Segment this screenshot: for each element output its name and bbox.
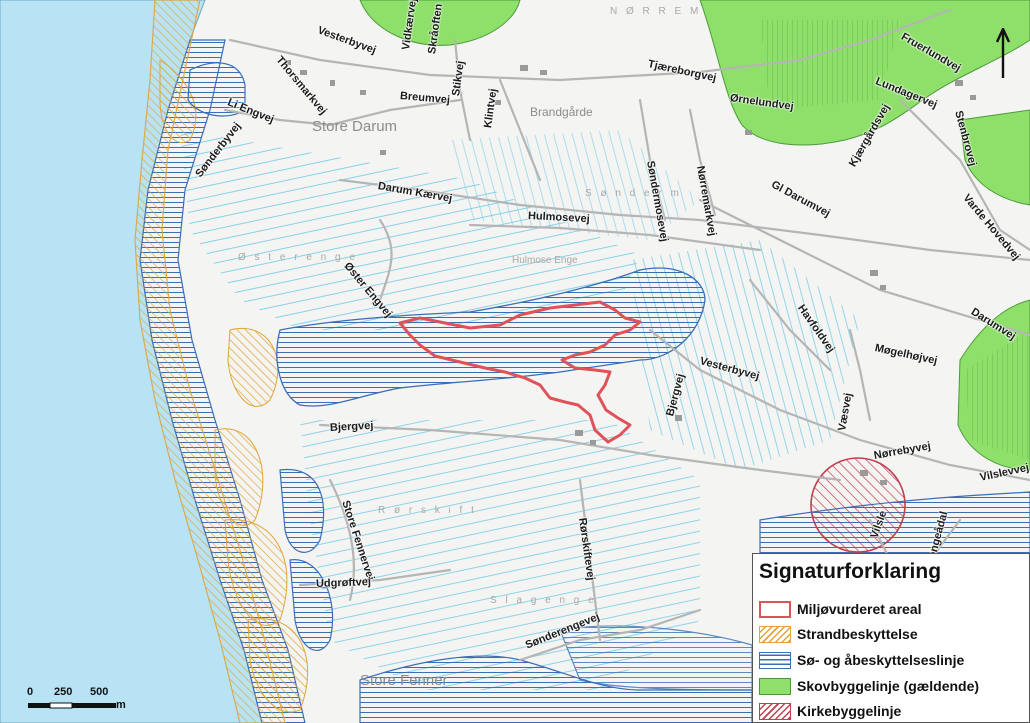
legend-title: Signaturforklaring — [759, 560, 942, 583]
place-label-store-fenner: Store Fenner — [360, 672, 448, 689]
legend-swatch-strand — [759, 625, 791, 643]
legend-label-kirke: Kirkebyggelinje — [797, 703, 902, 719]
legend-swatch-miljo — [759, 600, 791, 618]
place-label-norrem: N Ø R R E M — [610, 6, 702, 17]
north-arrow-icon — [996, 28, 1010, 78]
place-label-slagenge: S l a g e n g e — [490, 595, 597, 606]
scale-label-0: 0 — [27, 686, 34, 698]
buildings — [285, 60, 976, 485]
legend-label-miljo: Miljøvurderet areal — [797, 601, 922, 617]
legend-swatch-skov — [759, 677, 791, 695]
legend-swatch-so — [759, 651, 791, 669]
legend-label-skov: Skovbyggelinje (gældende) — [797, 678, 980, 694]
scale-bar-graphic — [28, 702, 116, 709]
kirke-zone — [810, 457, 906, 553]
road-label-udgroftvej: Udgrøftvej — [315, 576, 372, 590]
legend-item-so: Sø- og åbeskyttelseslinje — [759, 649, 964, 671]
place-label-hulmose-enge: Hulmose Enge — [512, 255, 578, 266]
strand-lobe-5 — [247, 618, 309, 713]
ditch-field-south — [300, 420, 700, 690]
forest-north-1 — [359, 0, 521, 46]
place-label-sonderm: S ø n d e r m — [585, 188, 682, 199]
so-zone-south — [359, 655, 753, 723]
scale-label-500: 500 — [90, 686, 109, 698]
strand-lobe-4 — [224, 519, 288, 626]
scale-label-250: 250 — [54, 686, 73, 698]
forest-hatch-2 — [965, 330, 1030, 460]
so-zone-southwest — [289, 559, 334, 651]
legend-panel: Signaturforklaring Miljøvurderet areal S… — [752, 553, 1030, 723]
place-label-brandgarde: Brandgårde — [530, 105, 593, 119]
legend-item-strand: Strandbeskyttelse — [759, 623, 918, 645]
so-zone-west-lobe — [279, 469, 325, 553]
place-label-store-darum: Store Darum — [312, 118, 398, 135]
legend-item-skov: Skovbyggelinje (gældende) — [759, 675, 979, 697]
strand-lobe-1 — [159, 59, 197, 143]
legend-label-so: Sø- og åbeskyttelseslinje — [797, 652, 965, 668]
road-network — [223, 8, 1030, 662]
road-label-bjergvej-v: Bjergvej — [329, 419, 374, 434]
strand-lobe-3 — [214, 428, 264, 526]
ditch-field-centre — [450, 130, 700, 240]
place-label-osterenge: Ø s t e r e n g e — [238, 252, 358, 263]
place-label-rorskift: R ø r s k i f t — [378, 505, 477, 516]
forest-hatch-1 — [760, 20, 900, 110]
coast-strand-zone — [134, 0, 286, 723]
legend-item-miljo: Miljøvurderet areal — [759, 598, 922, 620]
so-zone-north — [187, 62, 246, 117]
legend-label-strand: Strandbeskyttelse — [797, 626, 918, 642]
legend-swatch-kirke — [759, 702, 791, 720]
miljo-area — [398, 300, 642, 444]
ditch-field-northwest — [180, 130, 640, 330]
scale-unit: m — [116, 699, 126, 711]
strand-lobe-2 — [227, 328, 279, 407]
legend-item-kirke: Kirkebyggelinje — [759, 700, 901, 722]
